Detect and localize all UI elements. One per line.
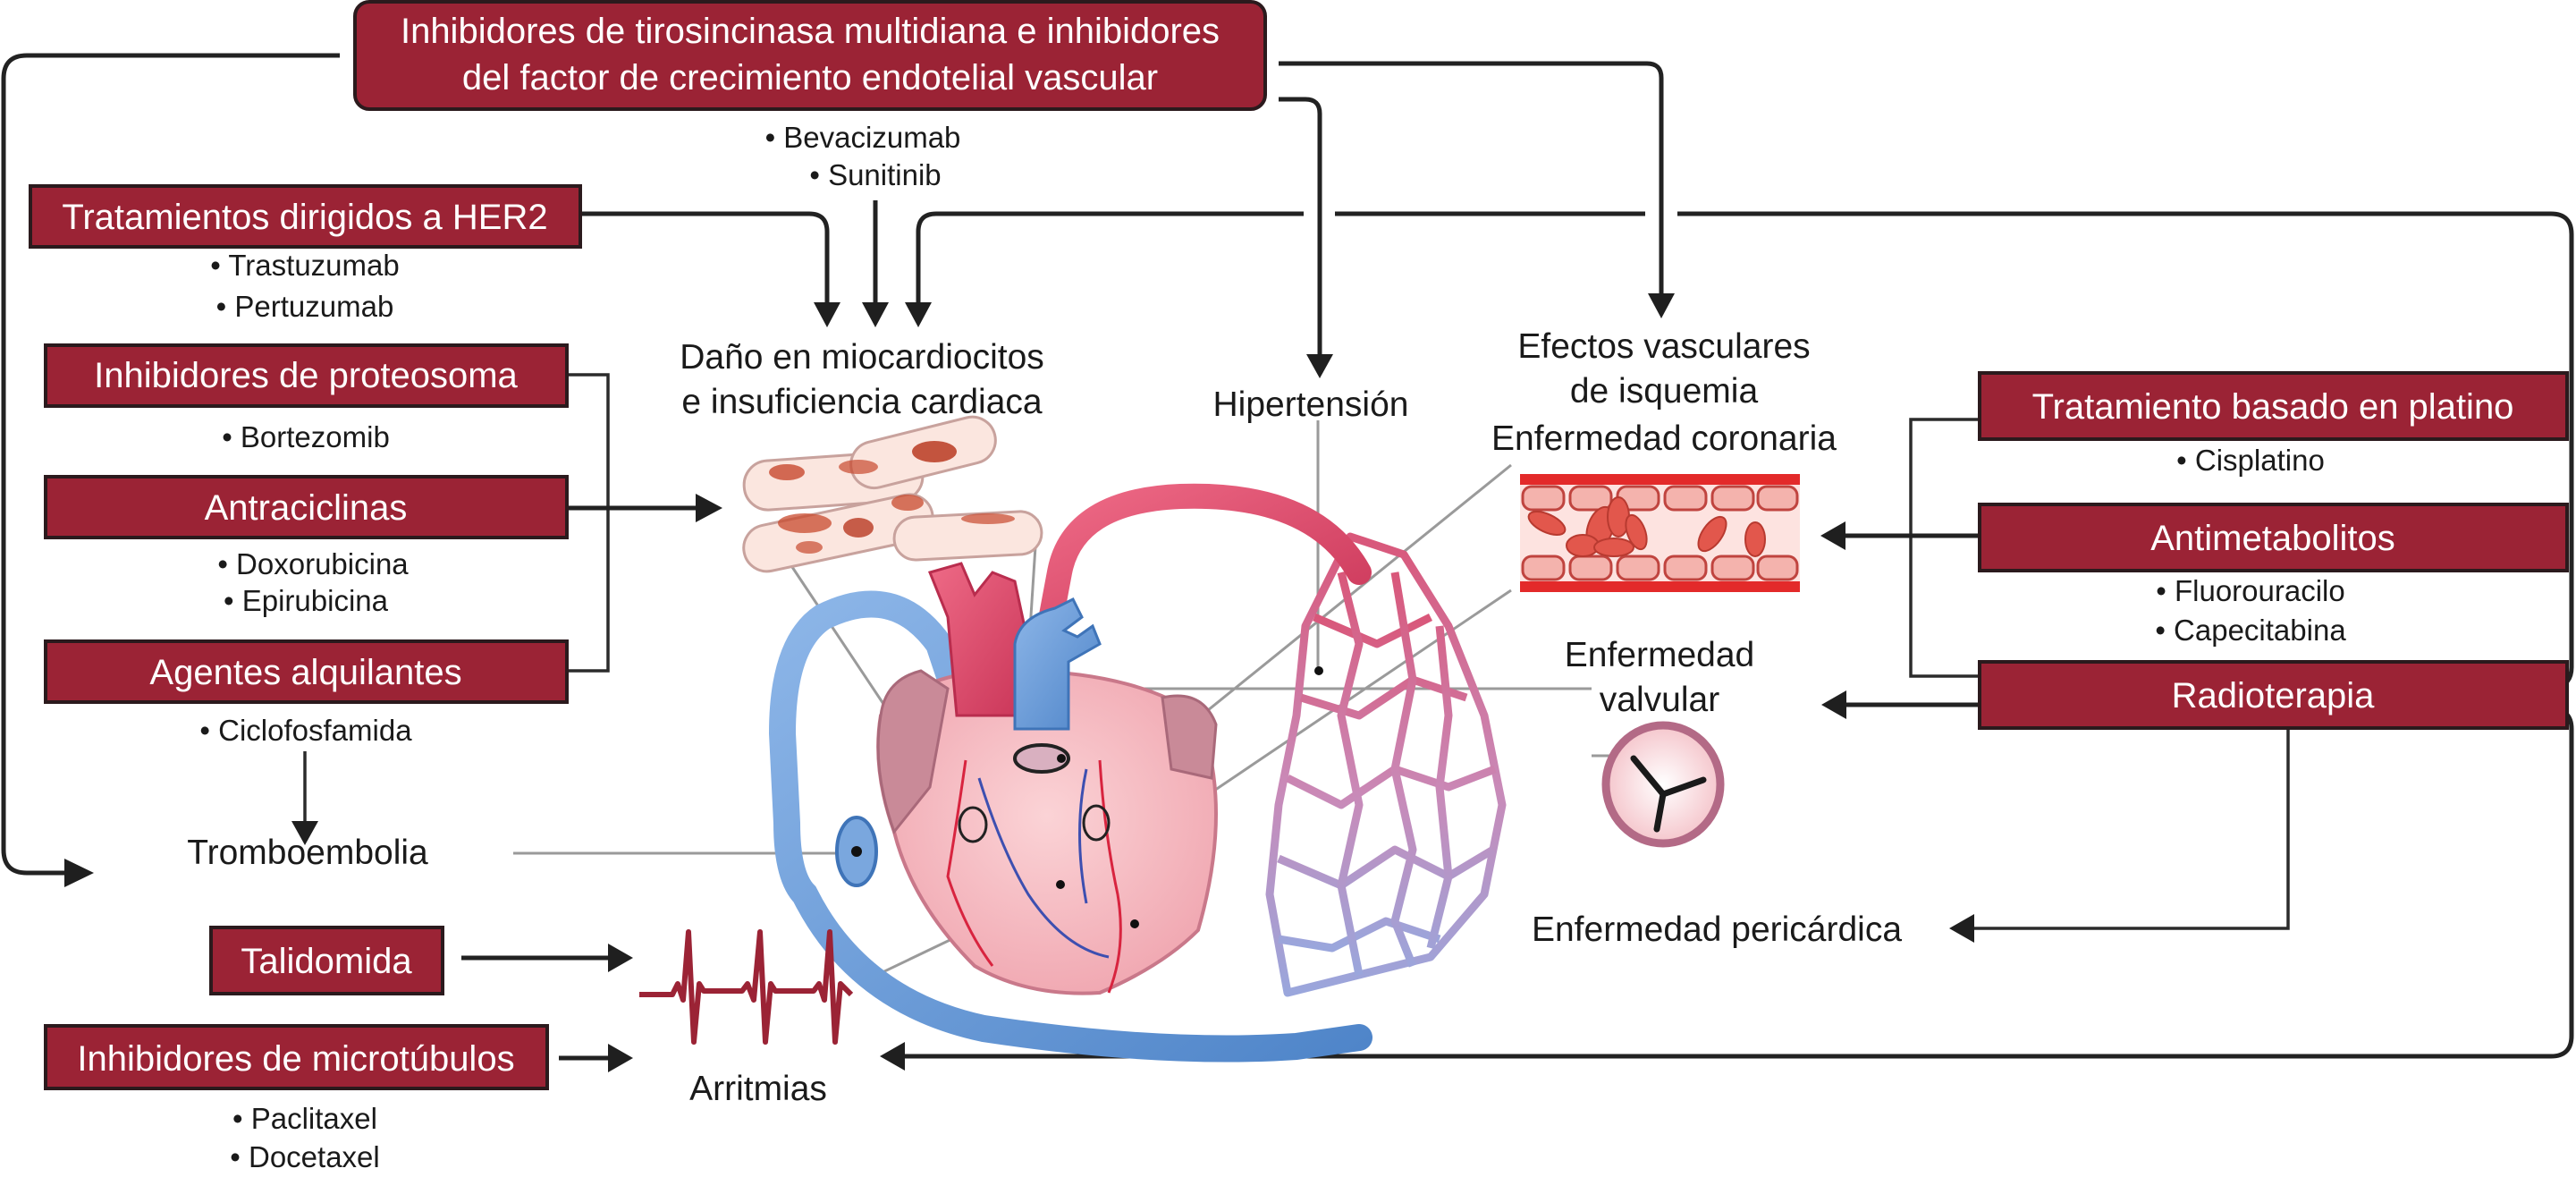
treatment-her2: Tratamientos dirigidos a HER2 • Trastuzu… (29, 184, 582, 323)
label-tki-vegf-2: del factor de crecimiento endotelial vas… (462, 58, 1158, 97)
vessel-clot-image (1520, 474, 1800, 592)
connector-tki-to-thromboembolism (1, 53, 340, 876)
box-proteasome (44, 343, 569, 408)
effect-vascular-3: Enfermedad coronaria (1491, 419, 1837, 458)
treatment-tki-vegf: Inhibidores de tirosincinasa multidiana … (353, 0, 1267, 191)
effect-myocyte-damage-2: e insuficiencia cardiaca (681, 383, 1043, 421)
treatment-microtubule: Inhibidores de microtúbulos • Paclitaxel… (44, 1024, 549, 1173)
effect-thromboembolism: Tromboembolia (187, 834, 428, 872)
arrow-to-thromboembolism (64, 859, 94, 887)
heart-illustration (513, 415, 1800, 1063)
bracket-left-agents (567, 373, 610, 673)
drug-doxorubicina: • Doxorubicina (217, 547, 409, 580)
vena-cava-loop (768, 590, 1372, 1063)
aortic-valve-ring (1013, 743, 1070, 774)
arrow-her2-to-myocyte (814, 302, 840, 327)
effect-labels: Daño en miocardiocitos e insuficiencia c… (187, 327, 1902, 1108)
treatment-radiotherapy: Radioterapia (1978, 660, 2569, 730)
arrow-tki-to-myocyte (862, 302, 889, 327)
box-antimetabolites (1978, 503, 2569, 572)
treatment-antimetabolites: Antimetabolitos • Fluorouracilo • Capeci… (1978, 503, 2569, 647)
drug-cisplatino: • Cisplatino (2176, 444, 2325, 477)
arrow-to-vascular (1648, 293, 1675, 318)
treatment-thalidomide: Talidomida (209, 926, 444, 995)
drug-paclitaxel: • Paclitaxel (232, 1102, 377, 1135)
box-her2 (29, 184, 582, 249)
label-platinum: Tratamiento basado en platino (2032, 387, 2514, 427)
arrow-to-hypertension (1306, 354, 1333, 378)
box-platinum (1978, 371, 2569, 441)
connector-her2-to-myocyte (581, 211, 830, 302)
bracket-right-agents (1909, 418, 1980, 678)
drug-bevacizumab: • Bevacizumab (765, 121, 961, 154)
effect-hypertension: Hipertensión (1213, 385, 1409, 424)
drug-ciclofosfamida: • Ciclofosfamida (199, 714, 412, 747)
drug-fluorouracilo: • Fluorouracilo (2156, 574, 2344, 607)
arrow-alkylating-to-thromboembolism (291, 821, 318, 845)
label-anthracyclines: Antraciclinas (205, 488, 408, 528)
drug-bortezomib: • Bortezomib (222, 420, 390, 453)
pulmonary-artery (1013, 597, 1102, 731)
label-her2: Tratamientos dirigidos a HER2 (62, 198, 547, 237)
drug-docetaxel: • Docetaxel (230, 1140, 379, 1173)
capillary-network (1265, 532, 1507, 997)
connector-tki-to-vascular (1279, 61, 1664, 293)
coronary-lesion-right (1082, 804, 1111, 842)
box-alkylating (44, 639, 569, 704)
effect-valvular-2: valvular (1600, 681, 1719, 719)
connector-tki-to-hypertension (1279, 97, 1322, 354)
treatment-proteasome: Inhibidores de proteosoma • Bortezomib (44, 343, 569, 453)
drug-epirubicina: • Epirubicina (224, 584, 389, 617)
arrow-radiotherapy-to-myocyte (905, 302, 932, 327)
drug-capecitabina: • Capecitabina (2155, 614, 2346, 647)
box-radiotherapy (1978, 660, 2569, 730)
coronary-vessels (946, 759, 1122, 994)
arrow-radiotherapy-to-valvular (1821, 690, 1846, 719)
treatment-platinum: Tratamiento basado en platino • Cisplati… (1978, 371, 2569, 477)
aorta-arch (1034, 483, 1372, 656)
effect-myocyte-damage-1: Daño en miocardiocitos (680, 338, 1044, 377)
effect-pericardial: Enfermedad pericárdica (1532, 910, 1902, 949)
connector-radiotherapy-to-pericardial (1974, 728, 2290, 930)
box-thalidomide (209, 926, 444, 995)
effect-arrhythmias: Arritmias (689, 1070, 827, 1108)
arrow-microtubule-to-arrhythmias (608, 1044, 633, 1072)
box-anthracyclines (44, 475, 569, 539)
arrow-radiotherapy-to-pericardial (1949, 914, 1974, 943)
drug-sunitinib: • Sunitinib (809, 158, 941, 191)
arrow-anthracyclines-to-myocyte (696, 494, 722, 522)
valve-image (1601, 721, 1725, 848)
treatment-alkylating: Agentes alquilantes • Ciclofosfamida (44, 639, 569, 747)
effect-vascular-2: de isquemia (1570, 372, 1759, 411)
arrow-radiotherapy-to-arrhythmias (880, 1042, 905, 1071)
label-thalidomide: Talidomida (241, 942, 412, 981)
myocytes-image (742, 415, 1043, 573)
drug-trastuzumab: • Trastuzumab (210, 249, 399, 282)
label-tki-vegf-1: Inhibidores de tirosincinasa multidiana … (401, 12, 1220, 51)
treatment-anthracyclines: Antraciclinas • Doxorubicina • Epirubici… (44, 475, 569, 617)
label-antimetabolites: Antimetabolitos (2150, 519, 2394, 558)
box-tki-vegf (353, 0, 1267, 111)
label-proteasome: Inhibidores de proteosoma (94, 356, 518, 395)
effect-valvular-1: Enfermedad (1565, 636, 1754, 674)
drug-pertuzumab: • Pertuzumab (216, 290, 394, 323)
coronary-lesion-left (958, 806, 988, 843)
label-microtubule: Inhibidores de microtúbulos (77, 1039, 514, 1079)
arrow-thalidomide-to-arrhythmias (608, 944, 633, 972)
left-atrium (876, 669, 950, 835)
label-alkylating: Agentes alquilantes (149, 653, 461, 692)
box-microtubule (44, 1024, 549, 1090)
ecg-waveform (639, 929, 854, 1045)
arrow-antimetabolites-to-vascular (1820, 521, 1845, 550)
effect-vascular-1: Efectos vasculares (1517, 327, 1810, 366)
right-atrium (1161, 694, 1218, 780)
label-radiotherapy: Radioterapia (2172, 676, 2376, 716)
